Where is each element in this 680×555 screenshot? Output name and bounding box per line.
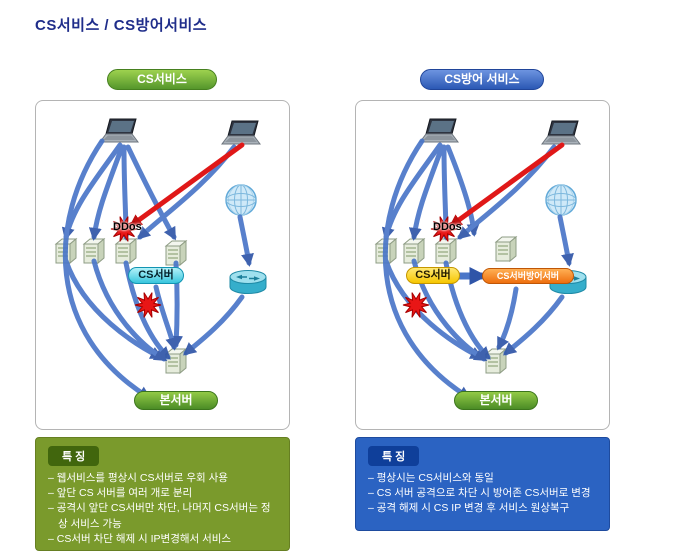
defense-server-icon xyxy=(495,236,517,262)
attacker-laptop-icon xyxy=(221,120,261,145)
cs-defense-features-box: 특 징 – 평상시는 CS서비스와 동일 – CS 서버 공격으로 차단 시 방… xyxy=(355,437,610,531)
features-list: – 평상시는 CS서비스와 동일 – CS 서버 공격으로 차단 시 방어존 C… xyxy=(368,471,597,517)
cs-service-features-box: 특 징 – 웹서비스를 평상시 CS서버로 우회 사용 – 앞단 CS 서버를 … xyxy=(35,437,290,551)
right-service-badge: CS방어 서비스 xyxy=(420,69,544,90)
client-laptop-icon xyxy=(99,118,139,143)
features-list: – 웹서비스를 평상시 CS서버로 우회 사용 – 앞단 CS 서버를 여러 개… xyxy=(48,471,277,547)
cs-server-label: CS서버 xyxy=(406,267,460,284)
attacker-laptop-icon xyxy=(541,120,581,145)
feature-item: – 공격시 앞단 CS서버만 차단, 나머지 CS서버는 정상 서비스 가능 xyxy=(48,502,271,530)
feature-item: – CS 서버 공격으로 차단 시 방어존 CS서버로 변경 xyxy=(368,487,591,500)
router-icon xyxy=(229,270,267,294)
cs-server-icon xyxy=(435,238,457,264)
cs-service-diagram-panel: DDos CS서버 본서버 xyxy=(35,100,290,430)
left-service-badge: CS서비스 xyxy=(107,69,217,90)
features-header: 특 징 xyxy=(48,446,100,466)
feature-item: – 웹서비스를 평상시 CS서버로 우회 사용 xyxy=(48,472,228,484)
cs-defense-diagram xyxy=(375,118,587,400)
client-laptop-icon xyxy=(419,118,459,143)
feature-item: – CS서버 차단 해제 시 IP변경해서 서비스 xyxy=(48,532,232,545)
ddos-attack-arrow xyxy=(448,142,565,228)
main-server-icon xyxy=(485,348,507,374)
feature-item: – 평상시는 CS서비스와 동일 xyxy=(368,472,494,484)
cs-server-label: CS서버 xyxy=(128,267,184,284)
defense-server-label: CS서버방어서버 xyxy=(482,268,574,284)
ddos-attack-arrow xyxy=(128,142,245,228)
main-server-label: 본서버 xyxy=(454,391,538,410)
main-server-label: 본서버 xyxy=(134,391,218,410)
feature-item: – 공격 해제 시 CS IP 변경 후 서비스 원상복구 xyxy=(368,502,570,515)
page-title: CS서비스 / CS방어서비스 xyxy=(35,17,208,34)
feature-item: – 앞단 CS 서버를 여러 개로 분리 xyxy=(48,487,193,500)
cs-defense-diagram-panel: DDos CS서버 CS서버방어서버 본서버 xyxy=(355,100,610,430)
ddos-label: DDos xyxy=(113,221,142,233)
ddos-label: DDos xyxy=(433,221,462,233)
cs-server-icon xyxy=(115,238,137,264)
internet-globe-icon xyxy=(225,184,257,216)
cs-service-diagram xyxy=(55,118,267,400)
internet-globe-icon xyxy=(545,184,577,216)
features-header: 특 징 xyxy=(368,446,420,466)
main-server-icon xyxy=(165,348,187,374)
